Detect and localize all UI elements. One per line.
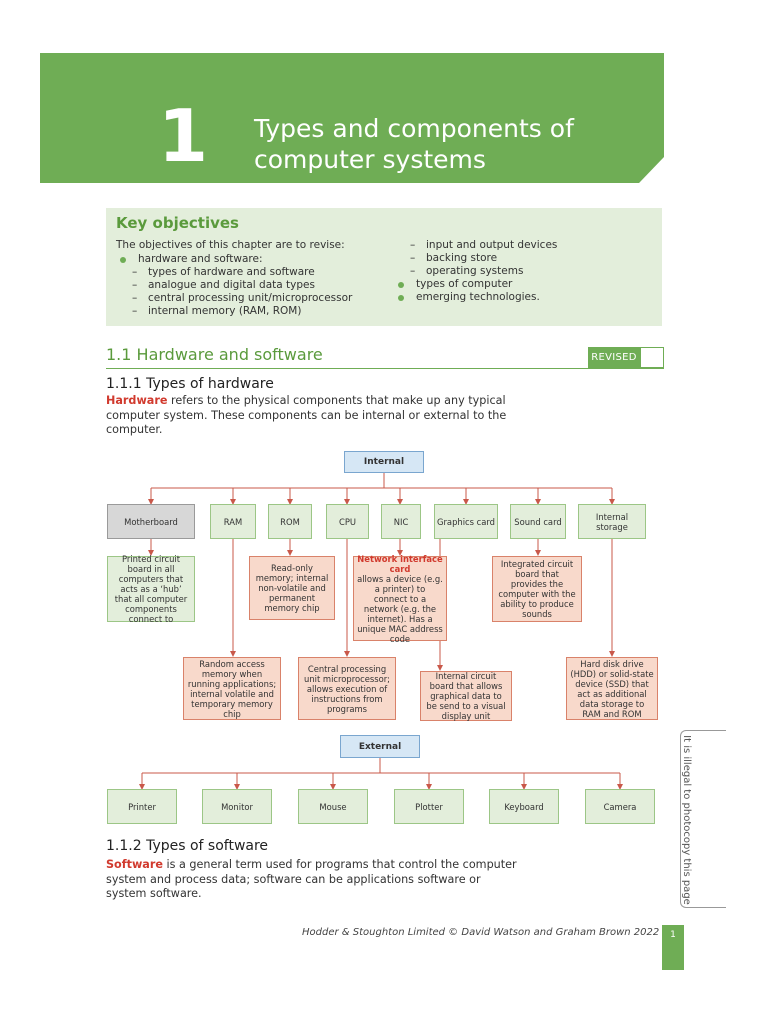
key-objectives-box: Key objectives The objectives of this ch… bbox=[106, 208, 662, 326]
list-item: internal memory (RAM, ROM) bbox=[116, 305, 352, 318]
desc-graphics-card: Internal circuit board that allows graph… bbox=[420, 671, 512, 721]
external-keyboard: Keyboard bbox=[489, 789, 559, 824]
list-item: analogue and digital data types bbox=[116, 279, 352, 292]
hardware-keyword: Hardware bbox=[106, 394, 168, 407]
desc-text: Central processing unit microprocessor; … bbox=[304, 663, 390, 714]
chapter-banner bbox=[40, 53, 664, 183]
revised-checkbox[interactable] bbox=[640, 347, 664, 368]
objectives-left-list: hardware and software: types of hardware… bbox=[116, 253, 352, 318]
chapter-title: Types and components of computer systems bbox=[254, 113, 574, 175]
software-paragraph: Software is a general term used for prog… bbox=[106, 858, 517, 902]
revised-label: REVISED bbox=[588, 347, 640, 368]
chapter-title-line: Types and components of bbox=[254, 114, 574, 143]
desc-text: Internal circuit board that allows graph… bbox=[426, 671, 506, 721]
list-item: hardware and software: bbox=[116, 253, 352, 266]
paragraph-text: system software. bbox=[106, 887, 202, 900]
component-cpu: CPU bbox=[326, 504, 369, 539]
paragraph-text: refers to the physical components that m… bbox=[167, 394, 506, 407]
list-item: types of computer bbox=[394, 278, 557, 291]
chapter-title-line: computer systems bbox=[254, 145, 486, 174]
list-item: emerging technologies. bbox=[394, 291, 557, 304]
desc-nic: Network interface card allows a device (… bbox=[353, 553, 447, 644]
objectives-heading: Key objectives bbox=[116, 214, 239, 232]
desc-ram: Random access memory when running applic… bbox=[183, 657, 281, 720]
photocopy-notice: It is illegal to photocopy this page bbox=[681, 735, 692, 905]
desc-text: Random access memory when running applic… bbox=[187, 658, 277, 719]
hardware-heading: 1.1.1 Types of hardware bbox=[106, 376, 274, 392]
desc-rom: Read-only memory; internal non-volatile … bbox=[249, 556, 335, 620]
chapter-number: 1 bbox=[158, 94, 209, 178]
component-internal-storage: Internal storage bbox=[578, 504, 646, 539]
external-mouse: Mouse bbox=[298, 789, 368, 824]
external-monitor: Monitor bbox=[202, 789, 272, 824]
component-motherboard: Motherboard bbox=[107, 504, 195, 539]
external-plotter: Plotter bbox=[394, 789, 464, 824]
paragraph-text: computer system. These components can be… bbox=[106, 408, 507, 422]
software-heading: 1.1.2 Types of software bbox=[106, 838, 269, 854]
page-number-tab bbox=[662, 925, 684, 970]
component-nic: NIC bbox=[381, 504, 421, 539]
component-rom: ROM bbox=[268, 504, 312, 539]
hardware-diagram: Internal Motherboard RAM ROM CPU NIC Gra… bbox=[100, 445, 660, 830]
footer-copyright: Hodder & Stoughton Limited © David Watso… bbox=[302, 927, 660, 938]
photocopy-notice-tab: It is illegal to photocopy this page bbox=[680, 730, 726, 908]
desc-text: Integrated circuit board that provides t… bbox=[498, 559, 576, 619]
desc-motherboard: Printed circuit board in all computers t… bbox=[107, 554, 195, 624]
list-item: backing store bbox=[394, 252, 557, 265]
desc-sound-card: Integrated circuit board that provides t… bbox=[492, 556, 582, 622]
paragraph-text: is a general term used for programs that… bbox=[162, 858, 517, 871]
objectives-right-list: input and output devices backing store o… bbox=[394, 239, 557, 304]
component-sound-card: Sound card bbox=[510, 504, 566, 539]
external-label: External bbox=[340, 735, 420, 758]
desc-internal-storage: Hard disk drive (HDD) or solid-state dev… bbox=[566, 657, 658, 720]
external-camera: Camera bbox=[585, 789, 655, 824]
section-title: 1.1 Hardware and software bbox=[106, 345, 323, 364]
external-printer: Printer bbox=[107, 789, 177, 824]
nic-title: Network interface card bbox=[357, 553, 443, 574]
objectives-intro: The objectives of this chapter are to re… bbox=[116, 239, 345, 251]
list-item: input and output devices bbox=[394, 239, 557, 252]
section-divider bbox=[106, 368, 664, 369]
list-item: central processing unit/microprocessor bbox=[116, 292, 352, 305]
page-number: 1 bbox=[670, 930, 676, 940]
paragraph-text: computer. bbox=[106, 423, 163, 436]
desc-cpu: Central processing unit microprocessor; … bbox=[298, 657, 396, 720]
hardware-paragraph: Hardware refers to the physical componen… bbox=[106, 394, 506, 438]
list-item: operating systems bbox=[394, 265, 557, 278]
desc-text: Hard disk drive (HDD) or solid-state dev… bbox=[570, 658, 654, 719]
paragraph-text: system and process data; software can be… bbox=[106, 872, 481, 886]
desc-text: allows a device (e.g. a printer) to conn… bbox=[357, 573, 443, 644]
list-item: types of hardware and software bbox=[116, 266, 352, 279]
desc-text: Printed circuit board in all computers t… bbox=[114, 554, 188, 624]
desc-text: Read-only memory; internal non-volatile … bbox=[255, 563, 329, 613]
software-keyword: Software bbox=[106, 858, 163, 871]
component-ram: RAM bbox=[210, 504, 256, 539]
internal-label: Internal bbox=[344, 451, 424, 473]
component-graphics-card: Graphics card bbox=[434, 504, 498, 539]
